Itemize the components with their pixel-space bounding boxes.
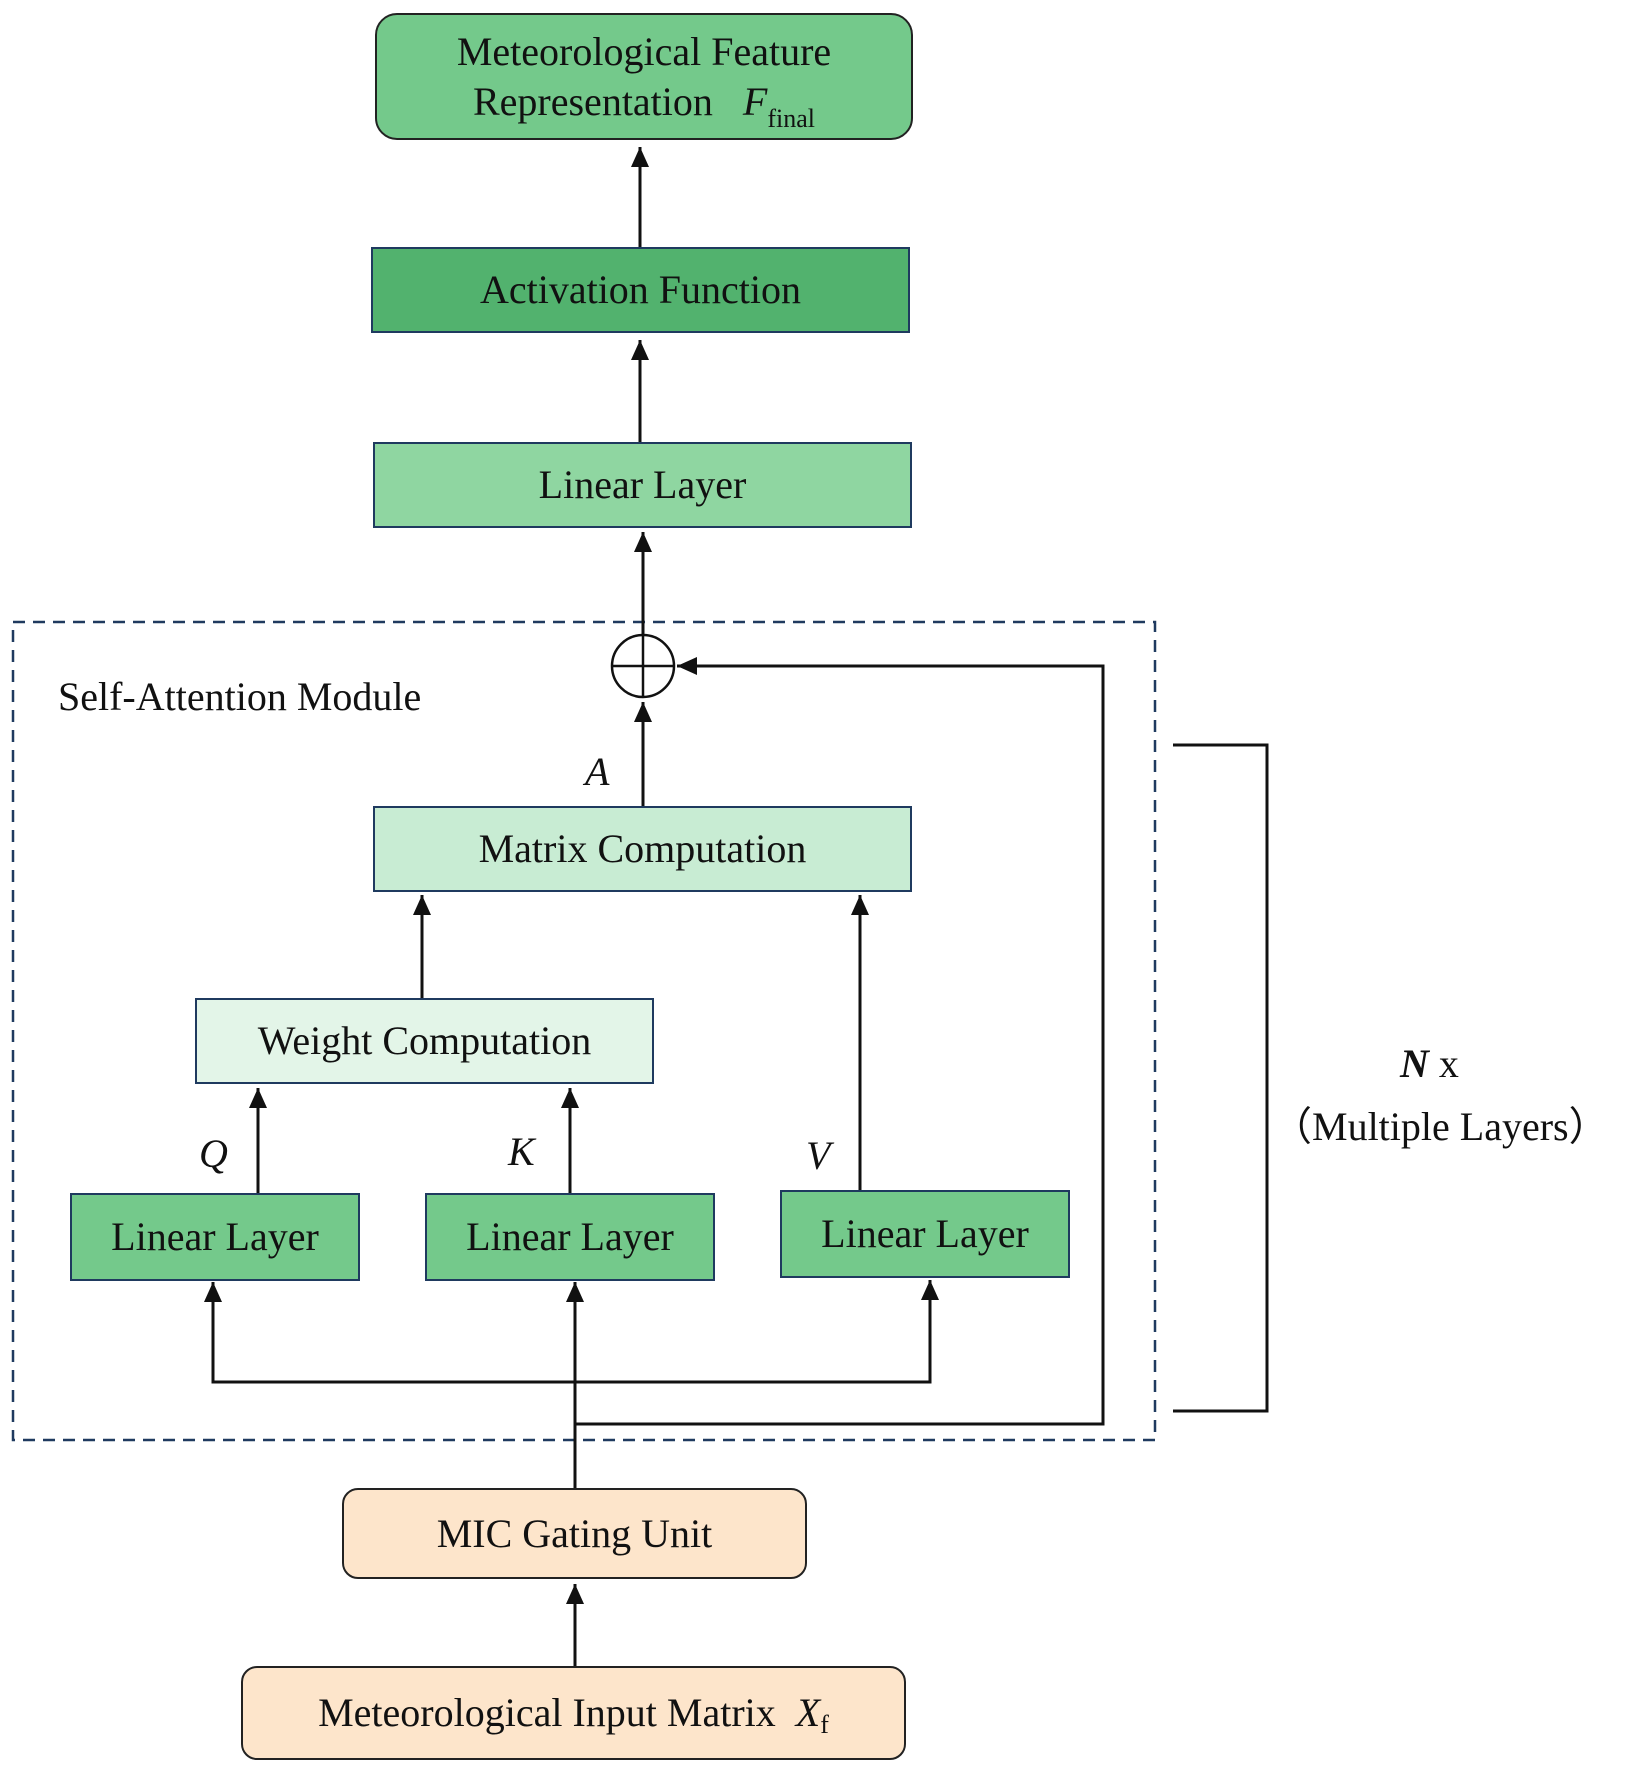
input-symbol-sub: f bbox=[820, 1710, 829, 1740]
linear-layer-q-box: Linear Layer bbox=[70, 1193, 360, 1281]
output-line-2: Representation Ffinal bbox=[472, 77, 815, 133]
module-label: Self-Attention Module bbox=[58, 674, 422, 719]
repeat-count-label: N x bbox=[1400, 1040, 1459, 1087]
mic-gating-unit-box: MIC Gating Unit bbox=[342, 1488, 807, 1579]
symbol-q: Q bbox=[199, 1131, 228, 1176]
residual-connection bbox=[575, 657, 1105, 1426]
input-matrix-label: Meteorological Input Matrix bbox=[318, 1690, 776, 1735]
repeat-x: x bbox=[1428, 1041, 1459, 1086]
symbol-v: V bbox=[806, 1133, 831, 1178]
top-linear-layer-box: Linear Layer bbox=[373, 442, 912, 528]
input-branch-q bbox=[204, 1282, 575, 1384]
repeat-n: N bbox=[1400, 1041, 1429, 1086]
linear-layer-k-box: Linear Layer bbox=[425, 1193, 715, 1281]
activation-function-box: Activation Function bbox=[371, 247, 910, 333]
repeat-bracket bbox=[1173, 743, 1269, 1413]
linear-layer-v-box: Linear Layer bbox=[780, 1190, 1070, 1278]
symbol-k: K bbox=[508, 1129, 535, 1174]
weight-computation-box: Weight Computation bbox=[195, 998, 654, 1084]
output-feature-box: Meteorological Feature Representation Ff… bbox=[375, 13, 913, 140]
matrix-computation-box: Matrix Computation bbox=[373, 806, 912, 892]
output-line-1: Meteorological Feature bbox=[456, 28, 832, 74]
output-symbol: F bbox=[742, 78, 768, 124]
symbol-a: A bbox=[585, 749, 610, 794]
self-attention-module-border bbox=[11, 620, 1157, 1442]
output-line-2-text: Representation bbox=[472, 78, 713, 124]
repeat-note: （Multiple Layers） bbox=[1272, 1104, 1609, 1149]
output-symbol-sub: final bbox=[767, 103, 815, 133]
input-branch-v bbox=[575, 1280, 939, 1384]
add-operator-icon bbox=[610, 633, 676, 699]
input-symbol: X bbox=[795, 1690, 821, 1735]
